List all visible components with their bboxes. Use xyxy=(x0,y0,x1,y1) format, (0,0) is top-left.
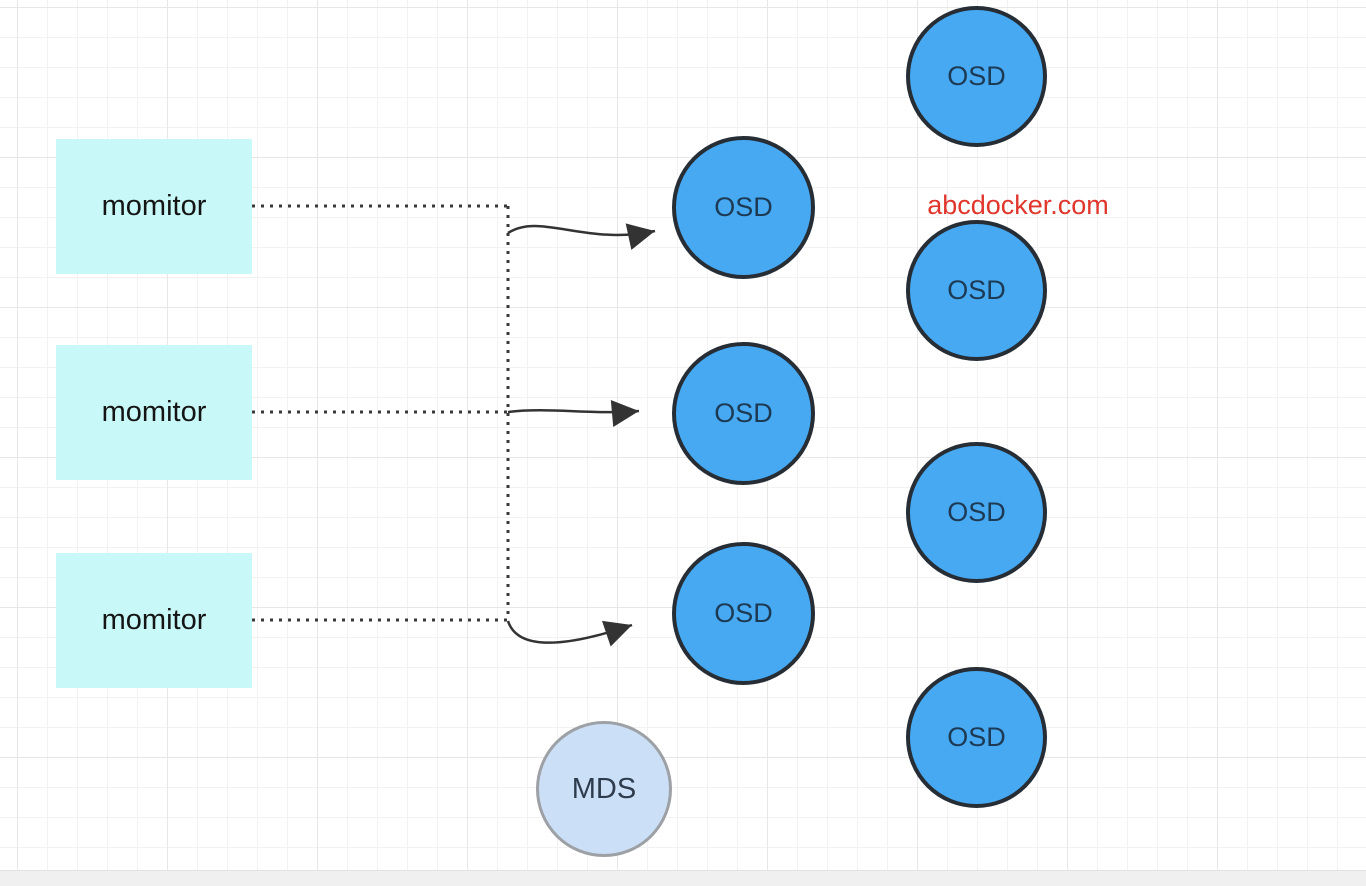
mds-node-label: MDS xyxy=(571,772,637,805)
osd-node-right-3[interactable]: OSD xyxy=(906,442,1047,583)
monitor-node-2-label: momitor xyxy=(101,396,207,428)
monitor-node-2[interactable]: momitor xyxy=(56,345,252,480)
monitor-node-3[interactable]: momitor xyxy=(56,553,252,688)
osd-node-right-4[interactable]: OSD xyxy=(906,667,1047,808)
osd-node-middle-3-label: OSD xyxy=(714,598,773,628)
osd-node-right-4-label: OSD xyxy=(947,722,1006,752)
osd-node-right-2[interactable]: OSD xyxy=(906,220,1047,361)
osd-node-middle-2[interactable]: OSD xyxy=(672,342,815,485)
osd-node-right-1[interactable]: OSD xyxy=(906,6,1047,147)
osd-node-right-3-label: OSD xyxy=(947,497,1006,527)
osd-node-right-2-label: OSD xyxy=(947,275,1006,305)
osd-node-middle-1-label: OSD xyxy=(714,192,773,222)
arrow-to-osd-mid-1 xyxy=(507,223,656,250)
monitor-node-3-label: momitor xyxy=(101,604,207,636)
canvas-bottom-gutter xyxy=(0,870,1366,886)
osd-node-right-1-label: OSD xyxy=(947,61,1006,91)
mds-node[interactable]: MDS xyxy=(536,721,672,857)
osd-node-middle-2-label: OSD xyxy=(714,398,773,428)
monitor-node-1-label: momitor xyxy=(101,190,207,222)
osd-node-middle-1[interactable]: OSD xyxy=(672,136,815,279)
watermark-text: abcdocker.com xyxy=(927,190,1109,220)
monitor-node-1[interactable]: momitor xyxy=(56,139,252,274)
arrow-to-osd-mid-2 xyxy=(507,399,640,427)
osd-node-middle-3[interactable]: OSD xyxy=(672,542,815,685)
arrow-to-osd-mid-3 xyxy=(506,620,633,647)
